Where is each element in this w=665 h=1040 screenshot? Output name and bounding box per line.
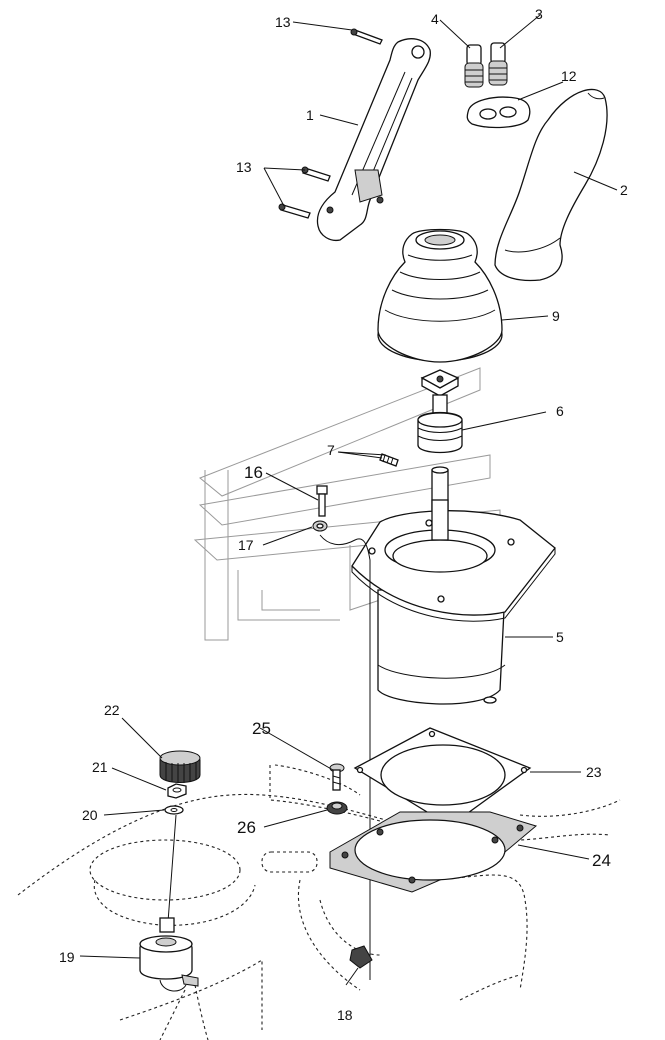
shaft-line [167, 814, 177, 923]
callout-9: 9 [552, 308, 560, 324]
callout-17: 17 [238, 537, 254, 553]
wire-line [319, 534, 371, 980]
square-gasket-part [353, 727, 532, 827]
callout-24: 24 [592, 851, 611, 870]
callout-26: 26 [237, 818, 256, 837]
callout-16: 16 [244, 463, 263, 482]
callout-13-top: 13 [275, 14, 291, 30]
callout-13-bottom: 13 [236, 159, 252, 175]
bolt-part [316, 485, 328, 517]
nut-part [167, 783, 187, 799]
main-housing-part [351, 466, 556, 705]
gasket-plate-part [466, 96, 531, 129]
potentiometer-part [139, 917, 199, 992]
boot-top-leader [337, 451, 387, 456]
leader-lines [79, 14, 618, 986]
callout-19: 19 [59, 949, 75, 965]
pin-part [278, 28, 383, 219]
grommet-part [326, 801, 348, 815]
base-outline [17, 764, 621, 1040]
lever-arm-part [316, 38, 431, 242]
gimbal-assembly-part [417, 369, 463, 454]
knob-part [159, 750, 201, 783]
callout-2: 2 [620, 182, 628, 198]
plug-parts [464, 42, 508, 88]
callout-20: 20 [82, 807, 98, 823]
set-screw-part [379, 453, 399, 467]
rubber-boot-part [377, 228, 503, 363]
callout-12: 12 [561, 68, 577, 84]
callout-6: 6 [556, 403, 564, 419]
callout-4: 4 [431, 11, 439, 27]
cable-clip-part [349, 945, 373, 969]
handle-grip-part [494, 88, 608, 282]
callout-22: 22 [104, 702, 120, 718]
screw-part [329, 763, 345, 791]
washer-part [312, 520, 328, 532]
callout-7: 7 [327, 442, 335, 458]
lock-washer-part [164, 805, 184, 815]
callout-25: 25 [252, 719, 271, 738]
callout-5: 5 [556, 629, 564, 645]
callout-3: 3 [535, 6, 543, 22]
callout-1: 1 [306, 107, 314, 123]
callout-18: 18 [337, 1007, 353, 1023]
callout-23: 23 [586, 764, 602, 780]
callout-labels: 1 2 3 4 5 6 7 9 12 13 13 16 17 18 19 20 … [59, 6, 628, 1023]
mounting-plate-part [329, 811, 538, 893]
callout-21: 21 [92, 759, 108, 775]
